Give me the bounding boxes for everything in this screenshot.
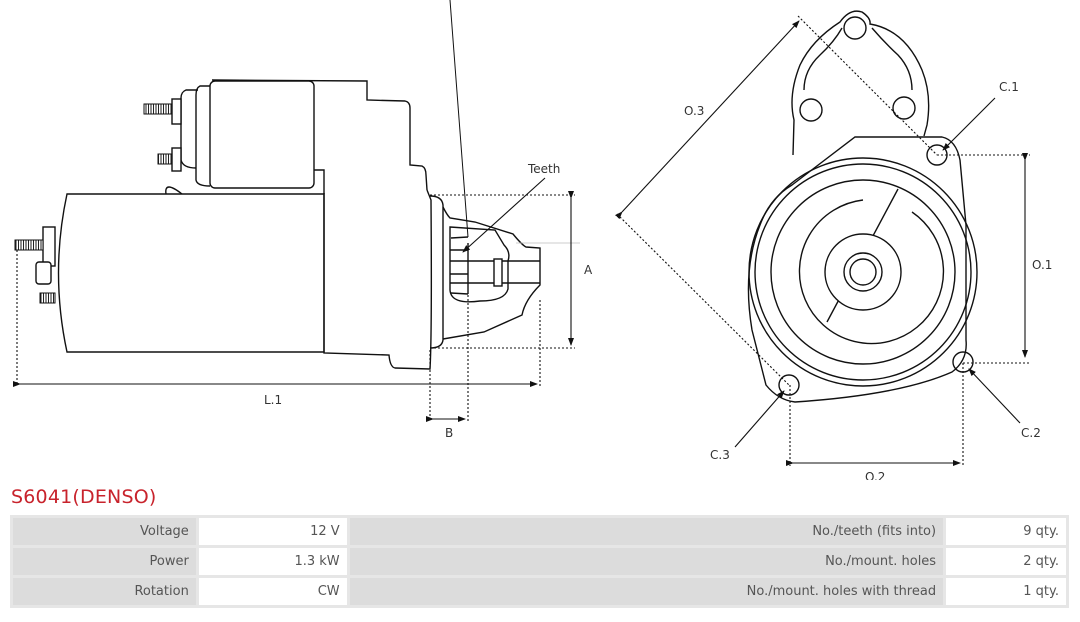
hole-c3	[778, 374, 800, 396]
table-row: Voltage 12 V No./teeth (fits into) 9 qty…	[13, 518, 1066, 545]
hole-c2-label: C.2	[1021, 426, 1041, 440]
spec-label: No./teeth (fits into)	[349, 518, 944, 545]
table-row: Power 1.3 kW No./mount. holes 2 qty.	[13, 548, 1066, 575]
dim-o3-label: O.3	[684, 104, 704, 118]
top-hole	[843, 16, 867, 40]
front-dimensions	[615, 15, 1030, 466]
motor-body	[14, 189, 433, 370]
spec-value: 1.3 kW	[198, 548, 347, 575]
solenoid	[143, 79, 428, 195]
spec-label: Power	[13, 548, 196, 575]
spec-value: 12 V	[198, 518, 347, 545]
dim-o1-label: O.1	[1032, 258, 1052, 272]
front-view	[747, 10, 978, 403]
spec-value: 1 qty.	[946, 578, 1066, 605]
armature-arc	[798, 199, 945, 345]
drive-end	[429, 0, 541, 349]
table-row: Rotation CW No./mount. holes with thread…	[13, 578, 1066, 605]
dim-l1-label: L.1	[264, 393, 282, 407]
spec-value: 2 qty.	[946, 548, 1066, 575]
spec-value: 9 qty.	[946, 518, 1066, 545]
dim-o2-label: O.2	[865, 470, 885, 480]
dim-b-label: B	[445, 426, 453, 440]
spec-label: No./mount. holes	[349, 548, 944, 575]
dim-a-label: A	[584, 263, 593, 277]
hole-c3-label: C.3	[710, 448, 730, 462]
spec-value: CW	[198, 578, 347, 605]
hole-c1-label: C.1	[999, 80, 1019, 94]
spec-label: No./mount. holes with thread	[349, 578, 944, 605]
side-dimensions	[13, 177, 580, 422]
technical-drawing: Teeth A L.1 B O.3 C.	[13, 0, 1052, 480]
spec-label: Rotation	[13, 578, 196, 605]
teeth-label: Teeth	[527, 162, 560, 176]
spec-table: Voltage 12 V No./teeth (fits into) 9 qty…	[10, 515, 1069, 608]
product-title: S6041(DENSO)	[11, 486, 157, 508]
side-view	[14, 0, 541, 370]
spec-label: Voltage	[13, 518, 196, 545]
